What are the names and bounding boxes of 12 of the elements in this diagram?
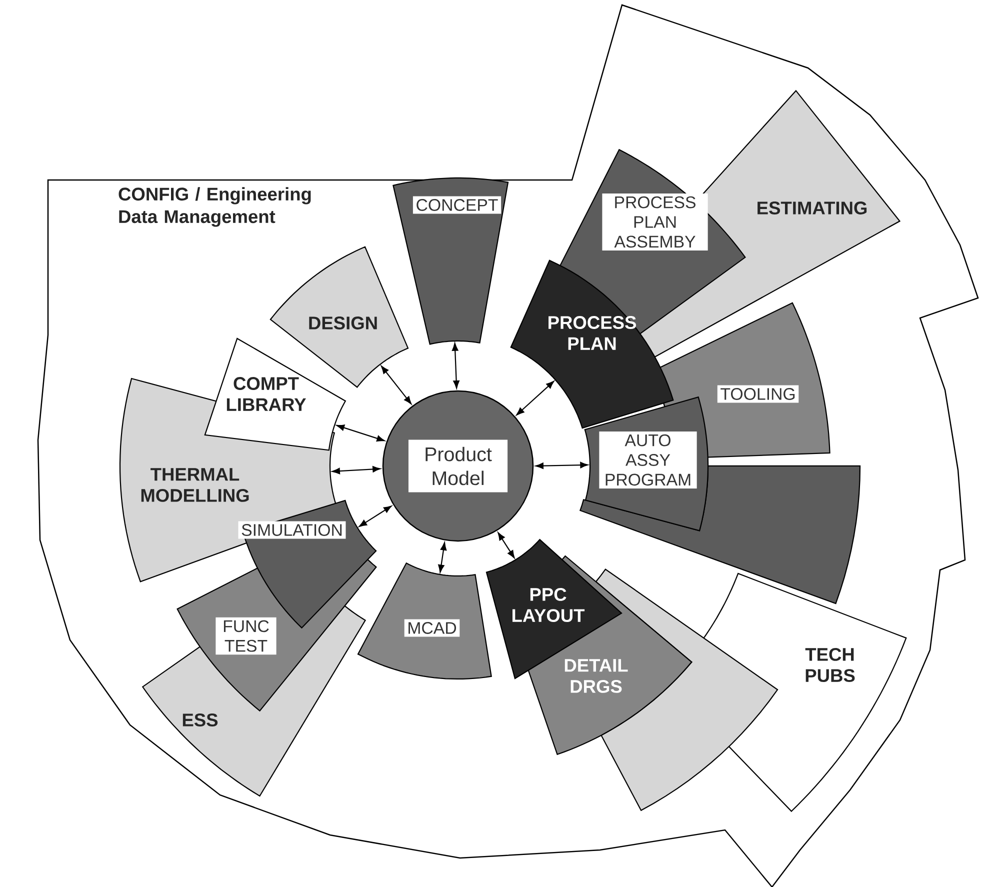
double-arrow	[498, 532, 515, 558]
double-arrow	[536, 462, 588, 469]
double-arrow	[332, 466, 381, 474]
sector-segment: AUTO ASSY PROGRAM	[584, 396, 709, 532]
sector-segment: PROCESS PLAN	[510, 260, 674, 429]
double-arrow	[438, 542, 447, 573]
double-arrow	[358, 506, 392, 527]
double-arrow	[516, 380, 554, 416]
double-arrow	[381, 366, 412, 404]
double-arrow	[336, 424, 385, 442]
double-arrow	[452, 342, 460, 388]
sector-segment: CONCEPT	[392, 177, 509, 345]
